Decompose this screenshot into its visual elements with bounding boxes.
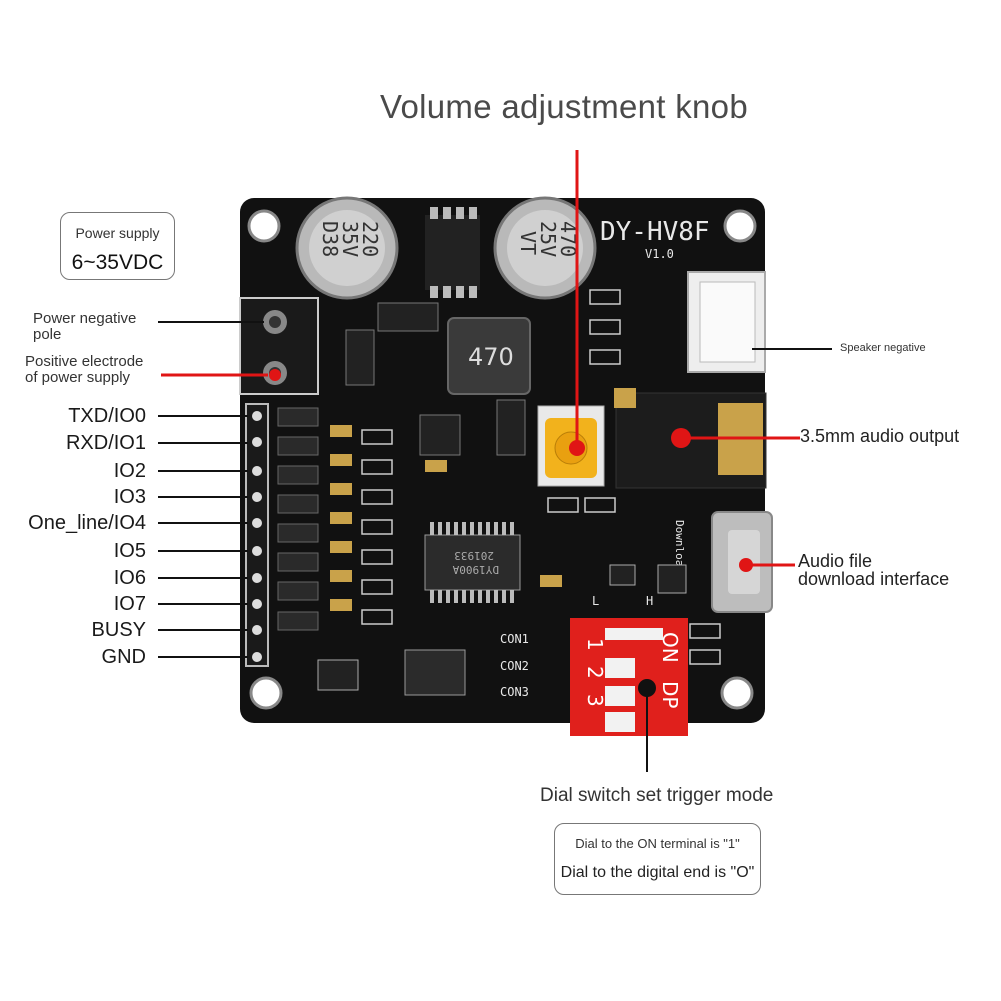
silk-h: H: [646, 594, 653, 608]
silk-con2: CON2: [500, 659, 529, 673]
inductor-label: 470: [468, 343, 514, 371]
pin-label-io3: IO3: [113, 486, 146, 508]
power-positive-line2: of power supply: [25, 369, 131, 386]
board-version: V1.0: [645, 247, 674, 261]
switch-num-1: 1: [583, 638, 607, 651]
power-positive-label: Positive electrode of power supply: [25, 354, 143, 386]
pin-label-rxd: RXD/IO1: [65, 432, 146, 454]
power-negative-line2: pole: [33, 326, 62, 343]
power-supply-box: Power supply 6~35VDC: [60, 212, 175, 280]
download-interface-label: Audio file download interface: [798, 552, 949, 588]
dial-digital-text: Dial to the digital end is "O": [560, 864, 755, 881]
pin-label-io7: IO7: [113, 593, 146, 615]
switch-dp-label: DP: [658, 681, 682, 708]
cap1-code: D38: [318, 221, 342, 257]
silk-download: Download: [673, 520, 686, 573]
audio-output-label: 3.5mm audio output: [800, 426, 960, 446]
chip-model: DY1900A: [452, 563, 499, 576]
dial-switch-box: Dial to the ON terminal is "1" Dial to t…: [554, 823, 761, 895]
pin-label-io4: One_line/IO4: [28, 512, 146, 534]
pin-label-busy: BUSY: [91, 619, 146, 641]
speaker-negative-label: Speaker negative: [840, 342, 926, 354]
power-positive-line1: Positive electrode: [25, 353, 144, 370]
power-supply-label: Power supply: [75, 225, 160, 241]
silk-l: L: [592, 594, 599, 608]
pin-label-io5: IO5: [113, 540, 146, 562]
switch-num-3: 3: [583, 694, 607, 707]
switch-num-2: 2: [583, 666, 607, 679]
silk-con3: CON3: [500, 685, 529, 699]
download-line1: Audio file: [798, 551, 873, 571]
download-line2: download interface: [798, 569, 950, 589]
cap2-code: VT: [516, 231, 540, 255]
dial-on-text: Dial to the ON terminal is "1": [575, 836, 740, 851]
power-supply-voltage: 6~35VDC: [71, 251, 164, 274]
silk-con1: CON1: [500, 632, 529, 646]
board-model: DY-HV8F: [600, 217, 710, 247]
cap1-voltage: 35V: [338, 221, 362, 257]
volume-knob-title: Volume adjustment knob: [380, 88, 748, 125]
pin-label-io2: IO2: [113, 460, 146, 482]
dial-switch-title: Dial switch set trigger mode: [540, 785, 774, 806]
pin-label-txd: TXD/IO0: [68, 405, 146, 427]
pin-label-gnd: GND: [101, 646, 146, 668]
chip-date: 201933: [454, 549, 494, 562]
cap1-value: 220: [358, 221, 382, 257]
power-negative-label: Power negative pole: [33, 311, 136, 343]
pin-label-io6: IO6: [113, 567, 146, 589]
cap2-voltage: 25V: [536, 221, 560, 257]
switch-on-label: ON: [658, 632, 682, 663]
power-negative-line1: Power negative: [33, 310, 137, 327]
